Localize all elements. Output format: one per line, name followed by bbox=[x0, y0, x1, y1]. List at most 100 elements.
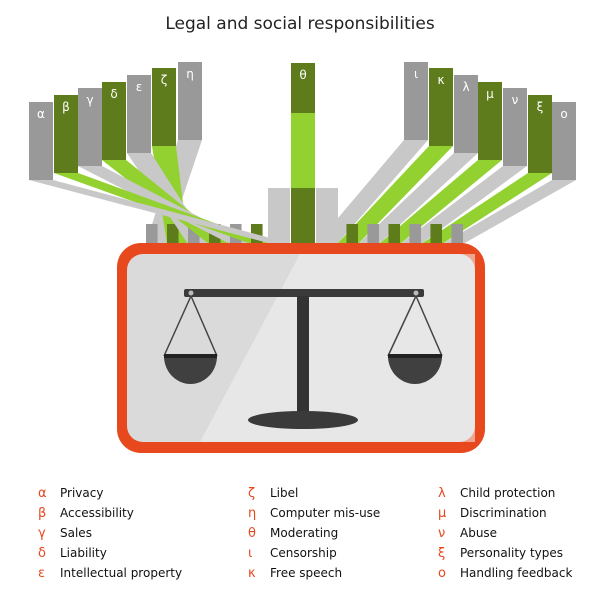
right-string-a bbox=[387, 295, 417, 357]
tab-xi bbox=[528, 95, 552, 173]
ribbon-drop-omicron bbox=[451, 224, 463, 244]
tab-label-theta: θ bbox=[299, 68, 306, 82]
legend-symbol: θ bbox=[248, 526, 256, 541]
ribbon-kappa bbox=[337, 146, 453, 244]
tab-label-eta: η bbox=[186, 67, 194, 81]
ribbons bbox=[29, 113, 576, 244]
tab-kappa bbox=[429, 68, 453, 146]
legend-label: Computer mis-use bbox=[270, 506, 381, 520]
ribbon-drop-nu bbox=[409, 224, 421, 244]
ribbon-drop-zeta bbox=[167, 224, 179, 244]
tab-alpha bbox=[29, 102, 53, 180]
legend-item: μ Discrimination bbox=[438, 506, 547, 521]
ribbon-alpha bbox=[29, 180, 293, 244]
legend-symbol: ν bbox=[438, 526, 446, 541]
legend-label: Privacy bbox=[60, 486, 104, 500]
scales-beam bbox=[184, 289, 424, 297]
tab-gamma bbox=[78, 88, 102, 166]
ribbon-drop-mu bbox=[388, 224, 400, 244]
tab-epsilon bbox=[127, 75, 151, 153]
scales-pillar bbox=[297, 296, 309, 416]
ribbon-drop-xi bbox=[430, 224, 442, 244]
legend-item: ξ Personality types bbox=[438, 546, 563, 561]
ribbon-drop-eta bbox=[146, 224, 158, 244]
tab-theta bbox=[291, 63, 315, 113]
tab-mu bbox=[478, 82, 502, 160]
left-pan bbox=[164, 356, 217, 384]
ribbon-omicron bbox=[442, 180, 576, 244]
tab-label-delta: δ bbox=[110, 87, 117, 101]
tab-delta bbox=[102, 82, 126, 160]
tab-eta bbox=[178, 62, 202, 140]
legend-label: Liability bbox=[60, 546, 107, 560]
legend-item: α Privacy bbox=[38, 486, 103, 501]
beam-pin-right bbox=[413, 290, 419, 296]
tab-label-epsilon: ε bbox=[136, 80, 143, 94]
legend-item: β Accessibility bbox=[38, 506, 134, 521]
ribbon-iota bbox=[316, 140, 428, 244]
legend-label: Censorship bbox=[270, 546, 337, 560]
legend-label: Accessibility bbox=[60, 506, 134, 520]
panel-shine bbox=[200, 254, 475, 442]
legend-symbol: δ bbox=[38, 546, 46, 561]
left-string-b bbox=[190, 295, 218, 357]
tab-label-zeta: ζ bbox=[161, 73, 168, 87]
tab-label-alpha: α bbox=[37, 107, 45, 121]
legend-symbol: γ bbox=[38, 526, 46, 541]
legend-symbol: ξ bbox=[438, 546, 446, 561]
tab-lambda bbox=[454, 75, 478, 153]
right-string-b bbox=[415, 295, 443, 357]
legend-label: Discrimination bbox=[460, 506, 547, 520]
right-pan bbox=[388, 356, 442, 384]
legend-symbol: η bbox=[248, 506, 257, 521]
legend-label: Child protection bbox=[460, 486, 556, 500]
ribbon-drop-beta bbox=[251, 224, 263, 244]
legend-symbol: μ bbox=[438, 506, 447, 521]
ribbon-mu bbox=[379, 160, 502, 244]
ribbon-lambda bbox=[358, 153, 478, 244]
tab-label-iota: ι bbox=[414, 67, 418, 81]
legend-label: Libel bbox=[270, 486, 299, 500]
right-pan-rim bbox=[388, 354, 442, 358]
legend-label: Moderating bbox=[270, 526, 339, 540]
tab-omicron bbox=[552, 102, 576, 180]
tab-beta bbox=[54, 95, 78, 173]
legend-symbol: β bbox=[38, 506, 47, 521]
tab-nu bbox=[503, 88, 527, 166]
ribbon-drop-lambda bbox=[367, 224, 379, 244]
legend-symbol: κ bbox=[248, 566, 256, 581]
legend-item: ζ Libel bbox=[248, 486, 298, 501]
beam-pin-left bbox=[188, 290, 194, 296]
ribbon-drop-center-right bbox=[316, 188, 338, 244]
legend-item: δ Liability bbox=[38, 546, 107, 561]
tab-label-omicron: ο bbox=[560, 107, 567, 121]
legend-symbol: α bbox=[38, 486, 47, 501]
scales-icon bbox=[163, 289, 443, 429]
tab-zeta bbox=[152, 68, 176, 146]
legend-symbol: ε bbox=[38, 566, 46, 581]
left-string-a bbox=[163, 295, 192, 357]
tab-label-gamma: γ bbox=[86, 93, 93, 107]
ribbon-drop-epsilon bbox=[188, 224, 200, 244]
legend-symbol: ζ bbox=[248, 486, 256, 501]
ribbon-drop-kappa bbox=[346, 224, 358, 244]
tab-label-nu: ν bbox=[512, 93, 519, 107]
legend-label: Handling feedback bbox=[460, 566, 573, 580]
legend-symbol: ο bbox=[438, 566, 446, 581]
tab-label-kappa: κ bbox=[437, 73, 444, 87]
ribbon-drop-theta bbox=[291, 188, 315, 244]
legend-label: Personality types bbox=[460, 546, 564, 560]
tab-label-lambda: λ bbox=[462, 80, 469, 94]
legend-label: Intellectual property bbox=[60, 566, 183, 580]
ribbon-drop-center-left bbox=[268, 188, 290, 244]
legend-item: θ Moderating bbox=[248, 526, 338, 541]
legend-item: ε Intellectual property bbox=[38, 566, 182, 581]
legend-item: ο Handling feedback bbox=[438, 566, 572, 581]
